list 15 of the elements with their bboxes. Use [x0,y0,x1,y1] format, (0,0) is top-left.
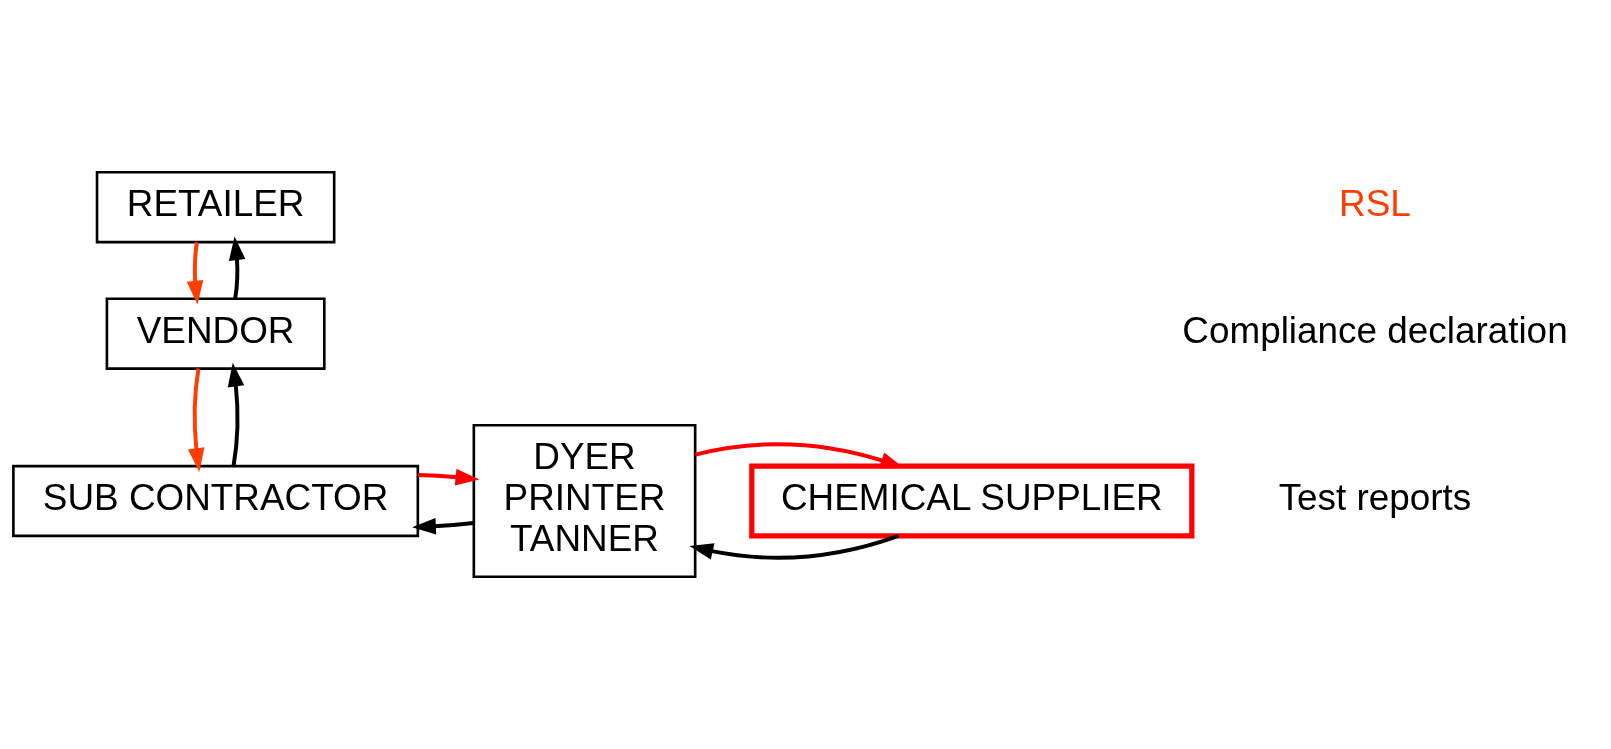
arrow [187,368,205,472]
label: Test reports [1278,477,1472,519]
label: Compliance declaration [1182,309,1568,351]
arrow [418,468,480,486]
arrow [228,236,246,299]
node-box: RETAILER [95,170,336,244]
node-box: SUB CONTRACTOR [12,464,420,538]
arrow [227,362,245,467]
arrow [689,534,899,560]
label: RSL [1339,183,1411,225]
arrow [412,517,474,535]
arrow [186,242,204,305]
node-box: CHEMICAL SUPPLIER [749,463,1195,539]
node-box: DYER PRINTER TANNER [472,423,697,579]
node-box: VENDOR [105,297,326,370]
